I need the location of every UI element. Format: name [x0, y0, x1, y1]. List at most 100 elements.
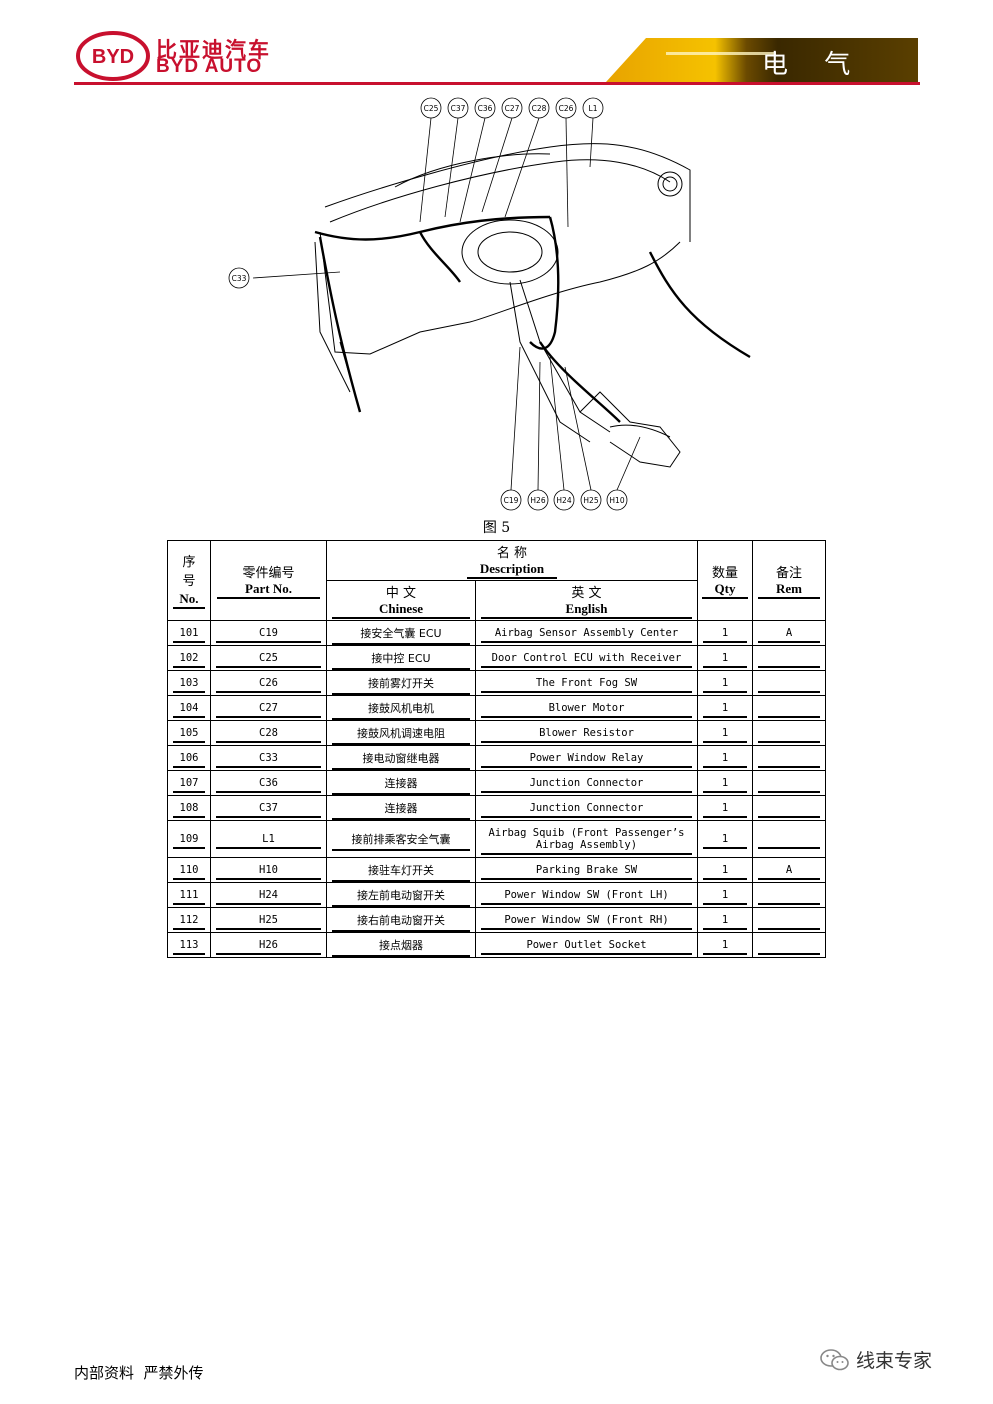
row-part-no: H24 [216, 886, 321, 905]
section-title: 电 气 电 子 [762, 50, 865, 117]
svg-text:BYD: BYD [92, 46, 134, 68]
row-qty: 1 [703, 724, 747, 743]
table-row: 102 C25 接中控 ECU Door Control ECU with Recei… [167, 645, 826, 671]
header-chinese: 中 文 Chinese [326, 580, 476, 621]
callout-h26: H26 [530, 496, 545, 505]
row-part-no: C25 [216, 649, 321, 668]
callout-c36: C36 [478, 104, 493, 113]
row-chinese: 接驻车灯开关 [332, 859, 470, 882]
callout-h25: H25 [583, 496, 598, 505]
brand-name-cn: 比亚迪汽车 [156, 38, 271, 62]
row-chinese: 接鼓风机电机 [332, 697, 470, 720]
row-rem [758, 911, 820, 930]
header-english: 英 文 English [475, 580, 698, 621]
row-no: 102 [173, 649, 205, 668]
row-english: Power Outlet Socket [481, 936, 692, 955]
row-no: 104 [173, 699, 205, 718]
callout-c19: C19 [504, 496, 519, 505]
row-rem [758, 774, 820, 793]
row-rem: A [758, 861, 820, 880]
row-english: Door Control ECU with Receiver [481, 649, 692, 668]
row-rem [758, 886, 820, 905]
row-rem [758, 936, 820, 955]
row-chinese: 接安全气囊 ECU [332, 622, 470, 645]
row-chinese: 接中控 ECU [332, 647, 470, 670]
row-qty: 1 [703, 674, 747, 693]
wechat-account-name: 线束专家 [856, 1350, 933, 1372]
row-chinese: 接前排乘客安全气囊 [332, 828, 470, 851]
row-part-no: H25 [216, 911, 321, 930]
row-english: The Front Fog SW [481, 674, 692, 693]
row-chinese: 接鼓风机调速电阻 [332, 722, 470, 745]
row-qty: 1 [703, 699, 747, 718]
callout-c27: C27 [505, 104, 520, 113]
row-rem: A [758, 624, 820, 643]
row-english: Power Window Relay [481, 749, 692, 768]
row-no: 111 [173, 886, 205, 905]
wiring-diagram: C25 C37 C36 C27 C28 C26 L1 C33 C19 H26 H… [228, 97, 751, 511]
row-no: 106 [173, 749, 205, 768]
table-row: 104 C27 接鼓风机电机 Blower Motor 1 [167, 695, 826, 721]
row-part-no: H26 [216, 936, 321, 955]
row-rem [758, 749, 820, 768]
callout-c28: C28 [532, 104, 547, 113]
row-english: Junction Connector [481, 774, 692, 793]
row-english: Blower Motor [481, 699, 692, 718]
row-english: Parking Brake SW [481, 861, 692, 880]
row-qty: 1 [703, 649, 747, 668]
row-no: 110 [173, 861, 205, 880]
figure-caption: 图 5 [482, 520, 511, 536]
row-no: 101 [173, 624, 205, 643]
row-no: 109 [173, 830, 205, 849]
row-qty: 1 [703, 799, 747, 818]
row-part-no: C33 [216, 749, 321, 768]
row-rem [758, 674, 820, 693]
row-qty: 1 [703, 624, 747, 643]
header-qty: 数量 Qty [697, 540, 753, 621]
table-row: 109 L1 接前排乘客安全气囊 Airbag Squib (Front Passen… [167, 820, 826, 858]
row-english: Airbag Sensor Assembly Center [481, 624, 692, 643]
row-part-no: C27 [216, 699, 321, 718]
callout-c26: C26 [559, 104, 574, 113]
row-qty: 1 [703, 749, 747, 768]
row-qty: 1 [703, 936, 747, 955]
callout-c37: C37 [451, 104, 466, 113]
row-part-no: C37 [216, 799, 321, 818]
row-qty: 1 [703, 830, 747, 849]
row-chinese: 接前雾灯开关 [332, 672, 470, 695]
row-no: 107 [173, 774, 205, 793]
callout-h10: H10 [609, 496, 624, 505]
row-chinese: 接左前电动窗开关 [332, 884, 470, 907]
row-part-no: C36 [216, 774, 321, 793]
row-chinese: 连接器 [332, 772, 470, 795]
table-row: 107 C36 连接器 Junction Connector 1 [167, 770, 826, 796]
callout-h24: H24 [556, 496, 571, 505]
row-chinese: 接点烟器 [332, 934, 470, 957]
row-qty: 1 [703, 774, 747, 793]
row-english: Junction Connector [481, 799, 692, 818]
header-no: 序号 No. [167, 540, 211, 621]
confidential-notice: 内部资料 严禁外传 [74, 1364, 204, 1382]
callout-c25: C25 [424, 104, 439, 113]
row-no: 103 [173, 674, 205, 693]
row-rem [758, 830, 820, 849]
row-english: Blower Resistor [481, 724, 692, 743]
callout-c33: C33 [232, 274, 247, 283]
row-english: Power Window SW (Front RH) [481, 911, 692, 930]
header-description: 名 称 Description [326, 540, 698, 581]
header-rem: 备注 Rem [752, 540, 826, 621]
row-english: Airbag Squib (Front Passenger’s Airbag A… [481, 824, 692, 855]
row-part-no: H10 [216, 861, 321, 880]
row-part-no: L1 [216, 830, 321, 849]
row-part-no: C19 [216, 624, 321, 643]
row-qty: 1 [703, 861, 747, 880]
row-no: 105 [173, 724, 205, 743]
row-qty: 1 [703, 911, 747, 930]
